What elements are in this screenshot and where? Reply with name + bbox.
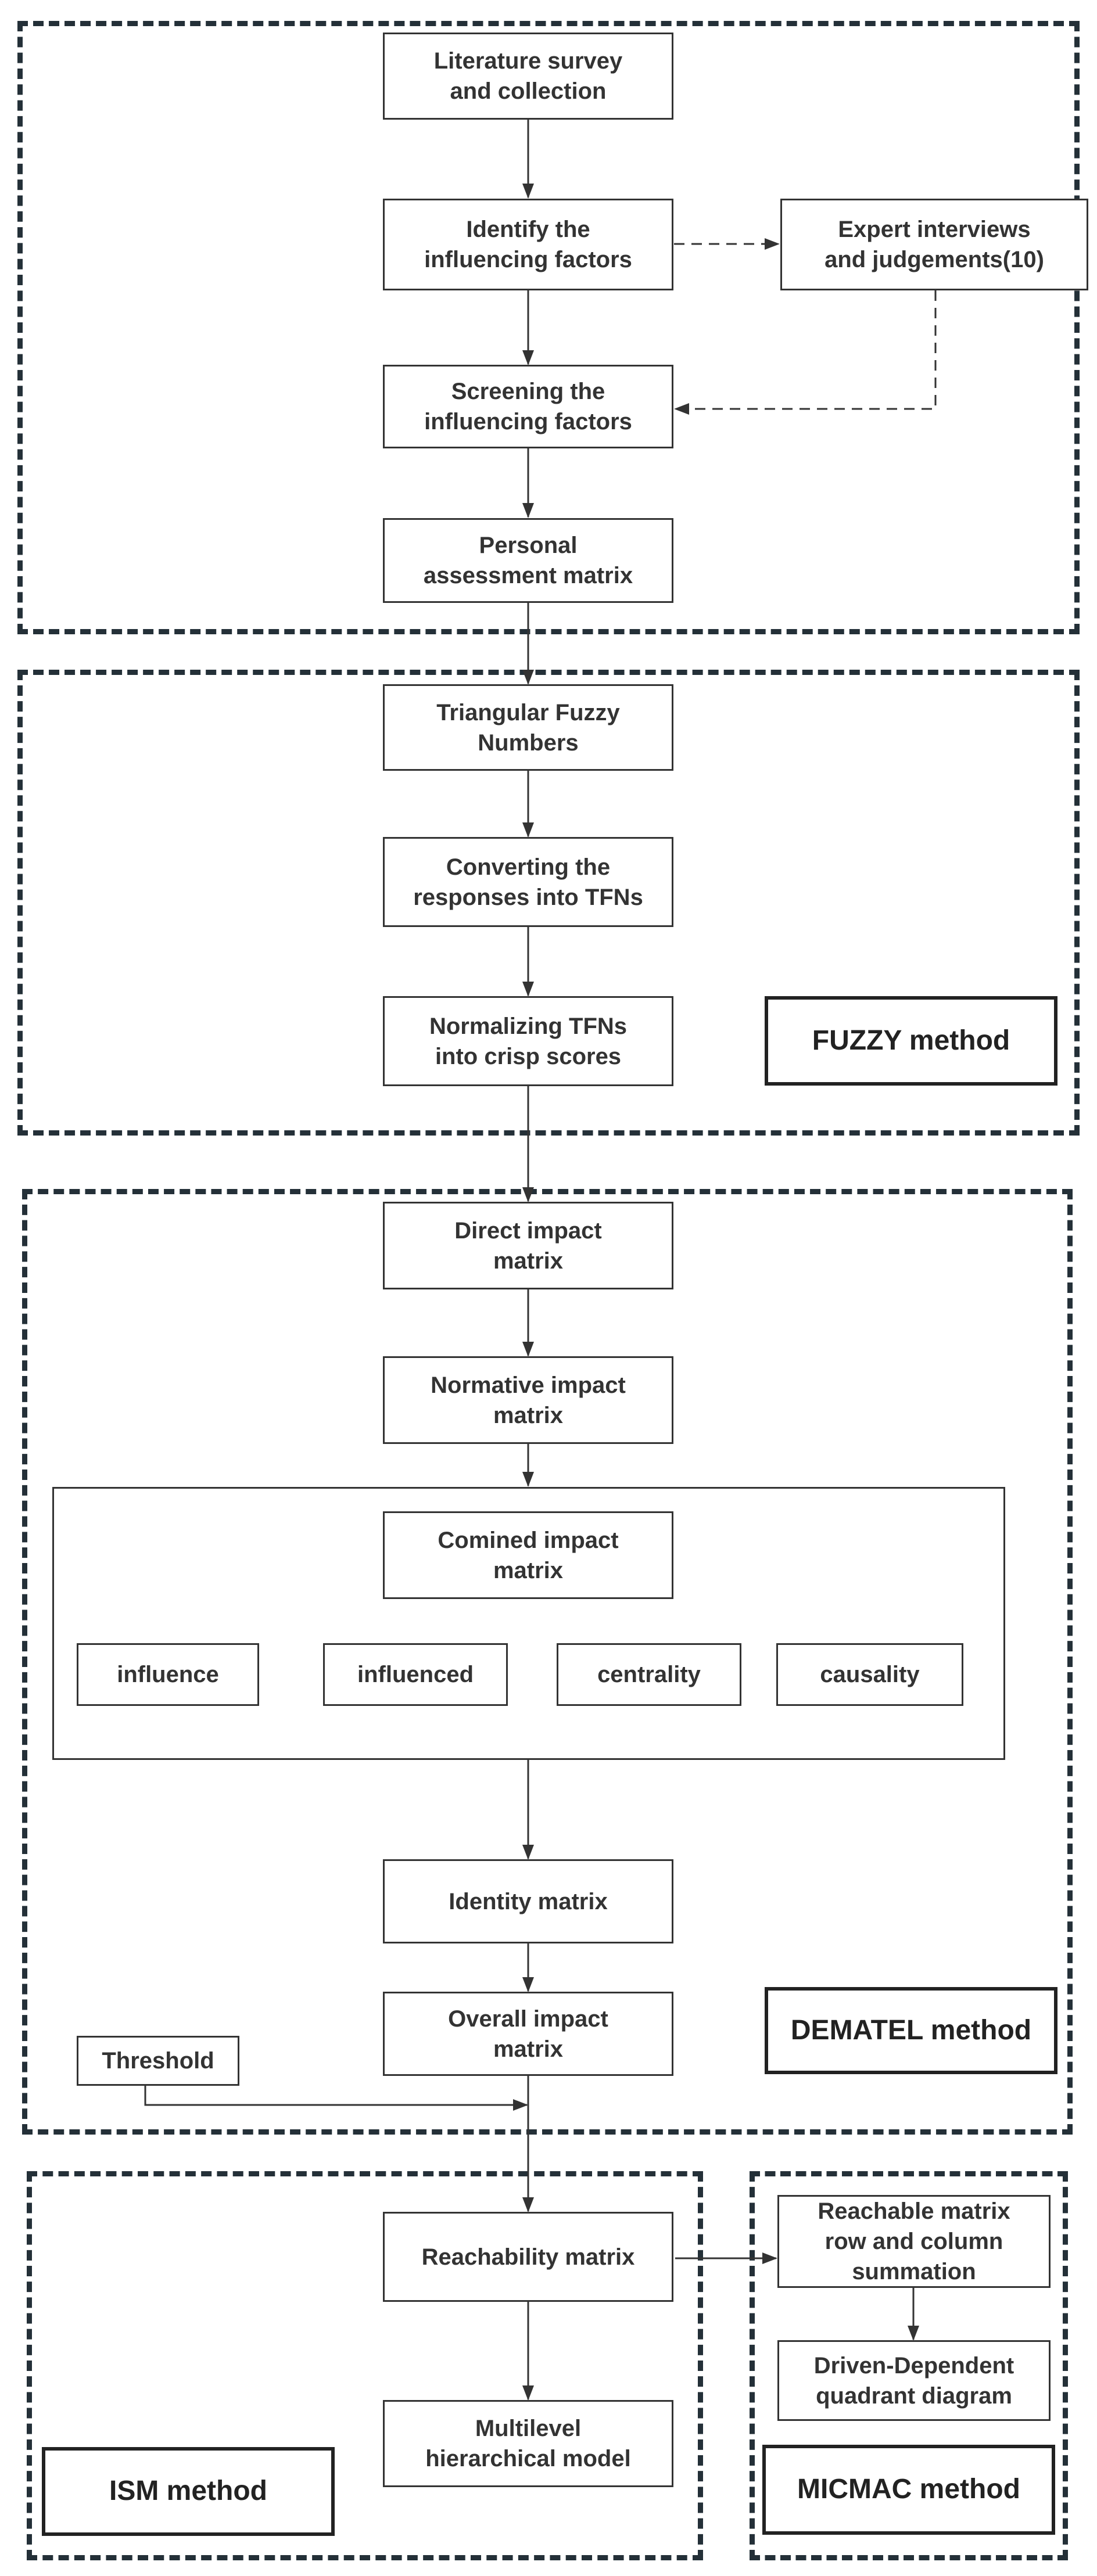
threshold-label: Threshold [102,2048,214,2074]
dematel-method-label-box: DEMATEL method [765,1987,1057,2074]
centrality-label: centrality [597,1662,701,1687]
combined-impact-box: Comined impact matrix [383,1511,673,1599]
expert-interviews-label: Expert interviews and judgements(10) [824,217,1044,272]
dematel-section-frame [22,1189,1073,2135]
normalizing-tfns-box: Normalizing TFNs into crisp scores [383,996,673,1086]
influence-label: influence [117,1662,219,1687]
personal-assessment-box: Personal assessment matrix [383,518,673,603]
reachable-summation-label: Reachable matrix row and column summatio… [818,2198,1010,2284]
reachability-matrix-label: Reachability matrix [421,2244,635,2270]
dashed-arrow-expert-to-screening [674,290,937,415]
triangular-fuzzy-label: Triangular Fuzzy Numbers [436,699,620,756]
ism-method-label: ISM method [109,2476,267,2507]
driven-dependent-label: Driven-Dependent quadrant diagram [813,2352,1014,2409]
ism-section-frame [27,2171,703,2560]
normalizing-tfns-label: Normalizing TFNs into crisp scores [429,1013,628,1069]
dematel-method-label: DEMATEL method [790,2014,1032,2046]
overall-impact-box: Overall impact matrix [383,1992,673,2076]
multilevel-model-label: Multilevel hierarchical model [425,2416,631,2471]
causality-label: causality [820,1662,920,1687]
direct-impact-label: Direct impact matrix [454,1217,602,1274]
combined-impact-group [52,1487,1005,1760]
driven-dependent-box: Driven-Dependent quadrant diagram [777,2340,1051,2421]
causality-box: causality [776,1643,963,1706]
threshold-box: Threshold [77,2036,239,2086]
converting-responses-label: Converting the responses into TFNs [413,854,643,910]
micmac-section-frame [750,2171,1068,2560]
literature-survey-label: Literature survey and collection [433,48,623,104]
influenced-box: influenced [323,1643,508,1706]
reachable-summation-box: Reachable matrix row and column summatio… [777,2195,1051,2288]
arrow-threshold-to-main [144,2086,528,2111]
combined-impact-label: Comined impact matrix [438,1527,619,1583]
triangular-fuzzy-box: Triangular Fuzzy Numbers [383,684,673,771]
overall-impact-label: Overall impact matrix [448,2006,608,2062]
identify-factors-label: Identify the influencing factors [424,217,632,272]
reachability-matrix-box: Reachability matrix [383,2212,673,2302]
literature-section-frame [17,21,1080,634]
fuzzy-method-label: FUZZY method [812,1025,1010,1056]
micmac-method-label: MICMAC method [797,2474,1020,2505]
influenced-label: influenced [357,1662,474,1687]
fuzzy-method-label-box: FUZZY method [765,996,1057,1086]
multilevel-model-box: Multilevel hierarchical model [383,2400,673,2487]
fuzzy-section-frame [17,670,1080,1136]
expert-interviews-box: Expert interviews and judgements(10) [780,199,1088,290]
personal-assessment-label: Personal assessment matrix [423,533,633,588]
normative-impact-label: Normative impact matrix [431,1372,626,1428]
identify-factors-box: Identify the influencing factors [383,199,673,290]
micmac-method-label-box: MICMAC method [762,2445,1055,2535]
influence-box: influence [77,1643,259,1706]
ism-method-label-box: ISM method [42,2447,335,2536]
normative-impact-box: Normative impact matrix [383,1356,673,1444]
centrality-box: centrality [557,1643,741,1706]
literature-survey-box: Literature survey and collection [383,33,673,120]
screening-factors-label: Screening the influencing factors [424,379,632,434]
converting-responses-box: Converting the responses into TFNs [383,837,673,927]
identity-matrix-box: Identity matrix [383,1859,673,1943]
screening-factors-box: Screening the influencing factors [383,365,673,448]
identity-matrix-label: Identity matrix [449,1888,608,1914]
direct-impact-box: Direct impact matrix [383,1202,673,1289]
